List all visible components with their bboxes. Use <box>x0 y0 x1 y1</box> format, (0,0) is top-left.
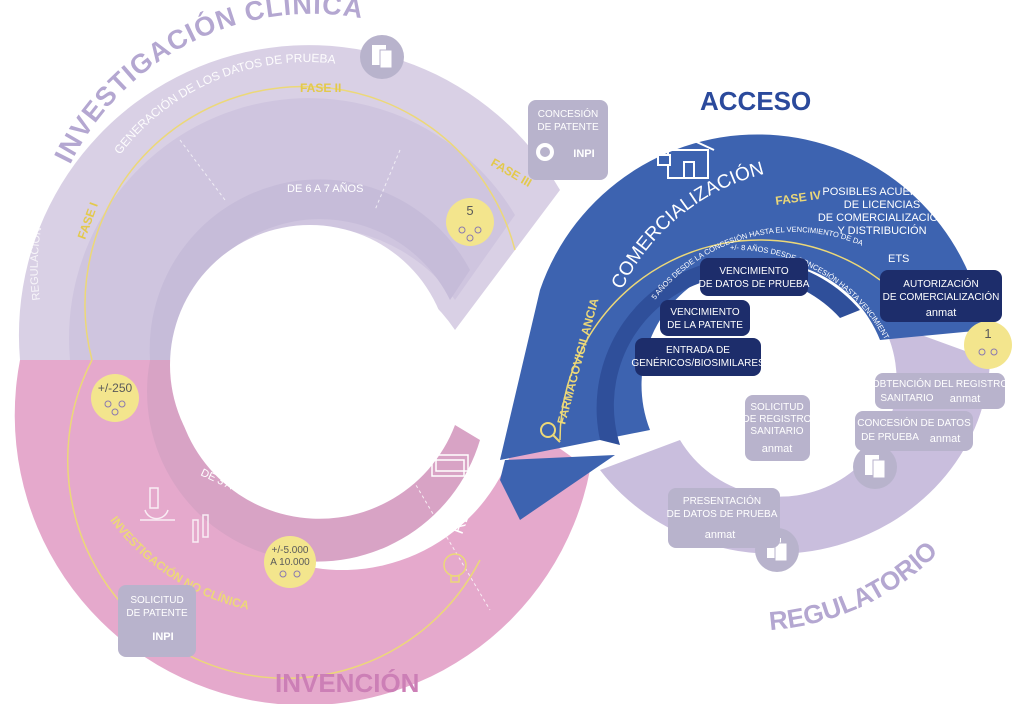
test-tubes-icon <box>192 514 209 543</box>
box-obtencion-registro-line2: SANITARIO <box>880 393 933 404</box>
anmat-logo-solicitud: anmat <box>762 443 793 455</box>
box-presentacion-datos: PRESENTACIÓN DE DATOS DE PRUEBA anmat <box>667 488 780 548</box>
box-vencimiento-patente-line2: DE LA PATENTE <box>667 320 743 331</box>
gold-orbit-right <box>559 239 881 441</box>
box-solicitud-patente-line2: DE PATENTE <box>126 608 188 619</box>
badge-5000-line2: A 10.000 <box>270 557 310 568</box>
badge-5-text: 5 <box>466 203 473 218</box>
documents-icon-regulatory <box>853 445 897 489</box>
phase-separator-1 <box>179 139 226 201</box>
box-entrada-genericos-line1: ENTRADA DE <box>666 345 730 356</box>
documents-icon-top <box>360 35 404 79</box>
box-presentacion-datos-line1: PRESENTACIÓN <box>683 494 761 507</box>
box-obtencion-registro: OBTENCIÓN DEL REGISTRO SANITARIO anmat <box>872 373 1009 409</box>
label-de-6-a-7: DE 6 A 7 AÑOS <box>287 182 363 195</box>
box-solicitud-registro-line2: DE REGISTRO <box>743 414 812 425</box>
box-presentacion-datos-line2: DE DATOS DE PRUEBA <box>667 509 778 520</box>
licensing-agreements-text: POSIBLES ACUERDOS DE LICENCIAS DE COMERC… <box>818 186 946 237</box>
box-solicitud-registro: SOLICITUD DE REGISTRO SANITARIO anmat <box>743 395 812 461</box>
pink-inner-band <box>147 360 480 562</box>
left-hole <box>170 225 450 505</box>
access-arc <box>500 134 985 460</box>
duration-band <box>149 179 471 360</box>
label-ets: ETS <box>888 253 909 265</box>
box-vencimiento-patente: VENCIMIENTO DE LA PATENTE <box>660 300 750 336</box>
box-vencimiento-datos: VENCIMIENTO DE DATOS DE PRUEBA <box>699 258 810 296</box>
access-section <box>500 134 985 520</box>
label-regulacion: REGULACIÓN <box>29 226 45 301</box>
box-obtencion-registro-line1: OBTENCIÓN DEL REGISTRO <box>872 377 1009 390</box>
phase-separator-2 <box>374 149 401 211</box>
badge-5: 5 <box>446 198 494 246</box>
inpi-logo-top: INPI <box>573 148 594 160</box>
box-solicitud-patente-line1: SOLICITUD <box>130 595 183 606</box>
anmat-logo-obtencion: anmat <box>950 393 981 405</box>
title-invencion: INVENCIÓN <box>275 668 419 698</box>
box-solicitud-registro-line1: SOLICITUD <box>750 402 803 413</box>
box-autorizacion-line2: DE COMERCIALIZACIÓN <box>883 290 1000 303</box>
badge-1-text: 1 <box>984 326 991 341</box>
box-concesion-datos: CONCESIÓN DE DATOS DE PRUEBA anmat <box>855 411 973 451</box>
money-icon <box>431 454 469 477</box>
microscope-icon <box>140 487 175 521</box>
box-concesion-datos-line2: DE PRUEBA <box>861 432 919 443</box>
access-connector <box>500 455 615 520</box>
box-solicitud-registro-line3: SANITARIO <box>750 426 803 437</box>
box-vencimiento-datos-line2: DE DATOS DE PRUEBA <box>699 279 810 290</box>
certificate-icon <box>536 143 554 161</box>
store-icon <box>657 136 715 179</box>
anmat-logo-concesion: anmat <box>930 433 961 445</box>
gold-orbit-left <box>84 85 516 361</box>
badge-250-text: +/-250 <box>98 381 133 395</box>
box-concesion-patente: CONCESIÓN DE PATENTE INPI <box>528 100 608 180</box>
label-fase-iv: FASE IV <box>774 188 822 208</box>
reinversion-separator <box>409 474 491 611</box>
box-solicitud-patente: SOLICITUD DE PATENTE INPI <box>118 585 196 657</box>
badge-1: 1 <box>964 321 1012 369</box>
box-concesion-patente-line2: DE PATENTE <box>537 122 599 133</box>
box-autorizacion-comercializacion: AUTORIZACIÓN DE COMERCIALIZACIÓN anmat <box>880 270 1002 322</box>
box-entrada-genericos-line2: GENÉRICOS/BIOSIMILARES <box>631 356 765 369</box>
box-entrada-genericos: ENTRADA DE GENÉRICOS/BIOSIMILARES <box>631 338 765 376</box>
acuerdos-line-1: POSIBLES ACUERDOS <box>822 186 941 198</box>
box-vencimiento-patente-line1: VENCIMIENTO <box>670 307 739 318</box>
badge-5000-line1: +/-5.000 <box>272 545 309 556</box>
anmat-logo-presentacion: anmat <box>705 529 736 541</box>
badge-250: +/-250 <box>91 374 139 422</box>
magnifier-icon <box>540 422 561 443</box>
acuerdos-line-2: DE LICENCIAS <box>844 199 920 211</box>
label-fase-ii: FASE II <box>300 81 341 95</box>
acuerdos-line-4: Y DISTRIBUCIÓN <box>837 224 926 237</box>
box-vencimiento-datos-line1: VENCIMIENTO <box>719 266 788 277</box>
box-autorizacion-line1: AUTORIZACIÓN <box>903 277 978 290</box>
anmat-logo-autorizacion: anmat <box>926 307 957 319</box>
title-acceso: ACCESO <box>700 86 811 116</box>
box-concesion-patente-line1: CONCESIÓN <box>538 107 599 120</box>
acuerdos-line-3: DE COMERCIALIZACIÓN <box>818 211 946 224</box>
badge-5000: +/-5.000 A 10.000 <box>264 536 316 588</box>
lightbulb-icon <box>443 553 467 583</box>
inpi-logo-bottom: INPI <box>152 631 173 643</box>
box-concesion-datos-line1: CONCESIÓN DE DATOS <box>857 416 971 429</box>
